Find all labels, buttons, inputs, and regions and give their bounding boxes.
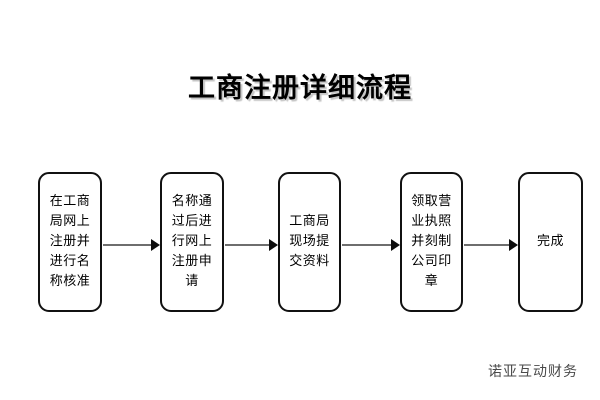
arrow-head-icon — [269, 239, 278, 251]
flow-step-4[interactable]: 领取营 业执照 并刻制 公司印 章 — [400, 172, 463, 312]
arrow-head-icon — [509, 239, 518, 251]
flow-step-1-label: 在工商 局网上 注册并 进行名 称核准 — [49, 194, 91, 289]
flow-step-3-label: 工商局 现场提 交资料 — [289, 214, 330, 269]
flow-step-3[interactable]: 工商局 现场提 交资料 — [278, 172, 341, 312]
flow-step-5-label: 完成 — [536, 234, 564, 249]
arrow-head-icon — [151, 239, 160, 251]
arrow-head-icon — [391, 239, 400, 251]
flow-step-2[interactable]: 名称通 过后进 行网上 注册申 请 — [160, 172, 224, 312]
arrow-line-icon — [342, 244, 392, 246]
connector-step4-to-step5 — [464, 238, 518, 252]
flow-step-2-label: 名称通 过后进 行网上 注册申 请 — [171, 194, 213, 289]
connector-step3-to-step4 — [342, 238, 400, 252]
arrow-line-icon — [225, 244, 270, 246]
flow-step-5[interactable]: 完成 — [518, 172, 583, 312]
connector-step1-to-step2 — [103, 238, 160, 252]
watermark-text: 诺亚互动财务 — [488, 364, 578, 380]
arrow-line-icon — [464, 244, 510, 246]
arrow-line-icon — [103, 244, 152, 246]
connector-step2-to-step3 — [225, 238, 278, 252]
page-title: 工商注册详细流程 — [188, 73, 412, 104]
flow-step-4-label: 领取营 业执照 并刻制 公司印 章 — [411, 194, 452, 289]
flow-step-1[interactable]: 在工商 局网上 注册并 进行名 称核准 — [38, 172, 102, 312]
